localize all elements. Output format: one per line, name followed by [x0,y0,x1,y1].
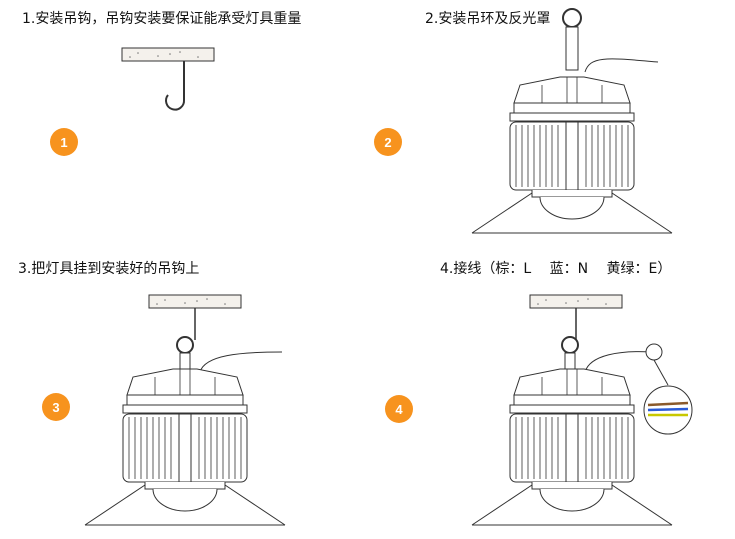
step-1-badge: 1 [50,128,78,156]
lamp-with-ring-drawing [471,8,673,234]
step-4-badge: 4 [385,395,413,423]
step-1-caption: 1.安装吊钩，吊钩安装要保证能承受灯具重量 [22,11,302,27]
ceiling-hook-drawing [121,47,215,111]
step-4-caption: 4.接线（棕：L 蓝：N 黄绿：E） [440,261,672,277]
step-3-badge: 3 [42,393,70,421]
step-3-caption: 3.把灯具挂到安装好的吊钩上 [18,261,200,277]
step-2-caption: 2.安装吊环及反光罩 [425,11,551,27]
lamp-wiring-drawing [471,294,693,526]
lamp-hung-drawing [84,294,286,526]
step-2-badge: 2 [374,128,402,156]
